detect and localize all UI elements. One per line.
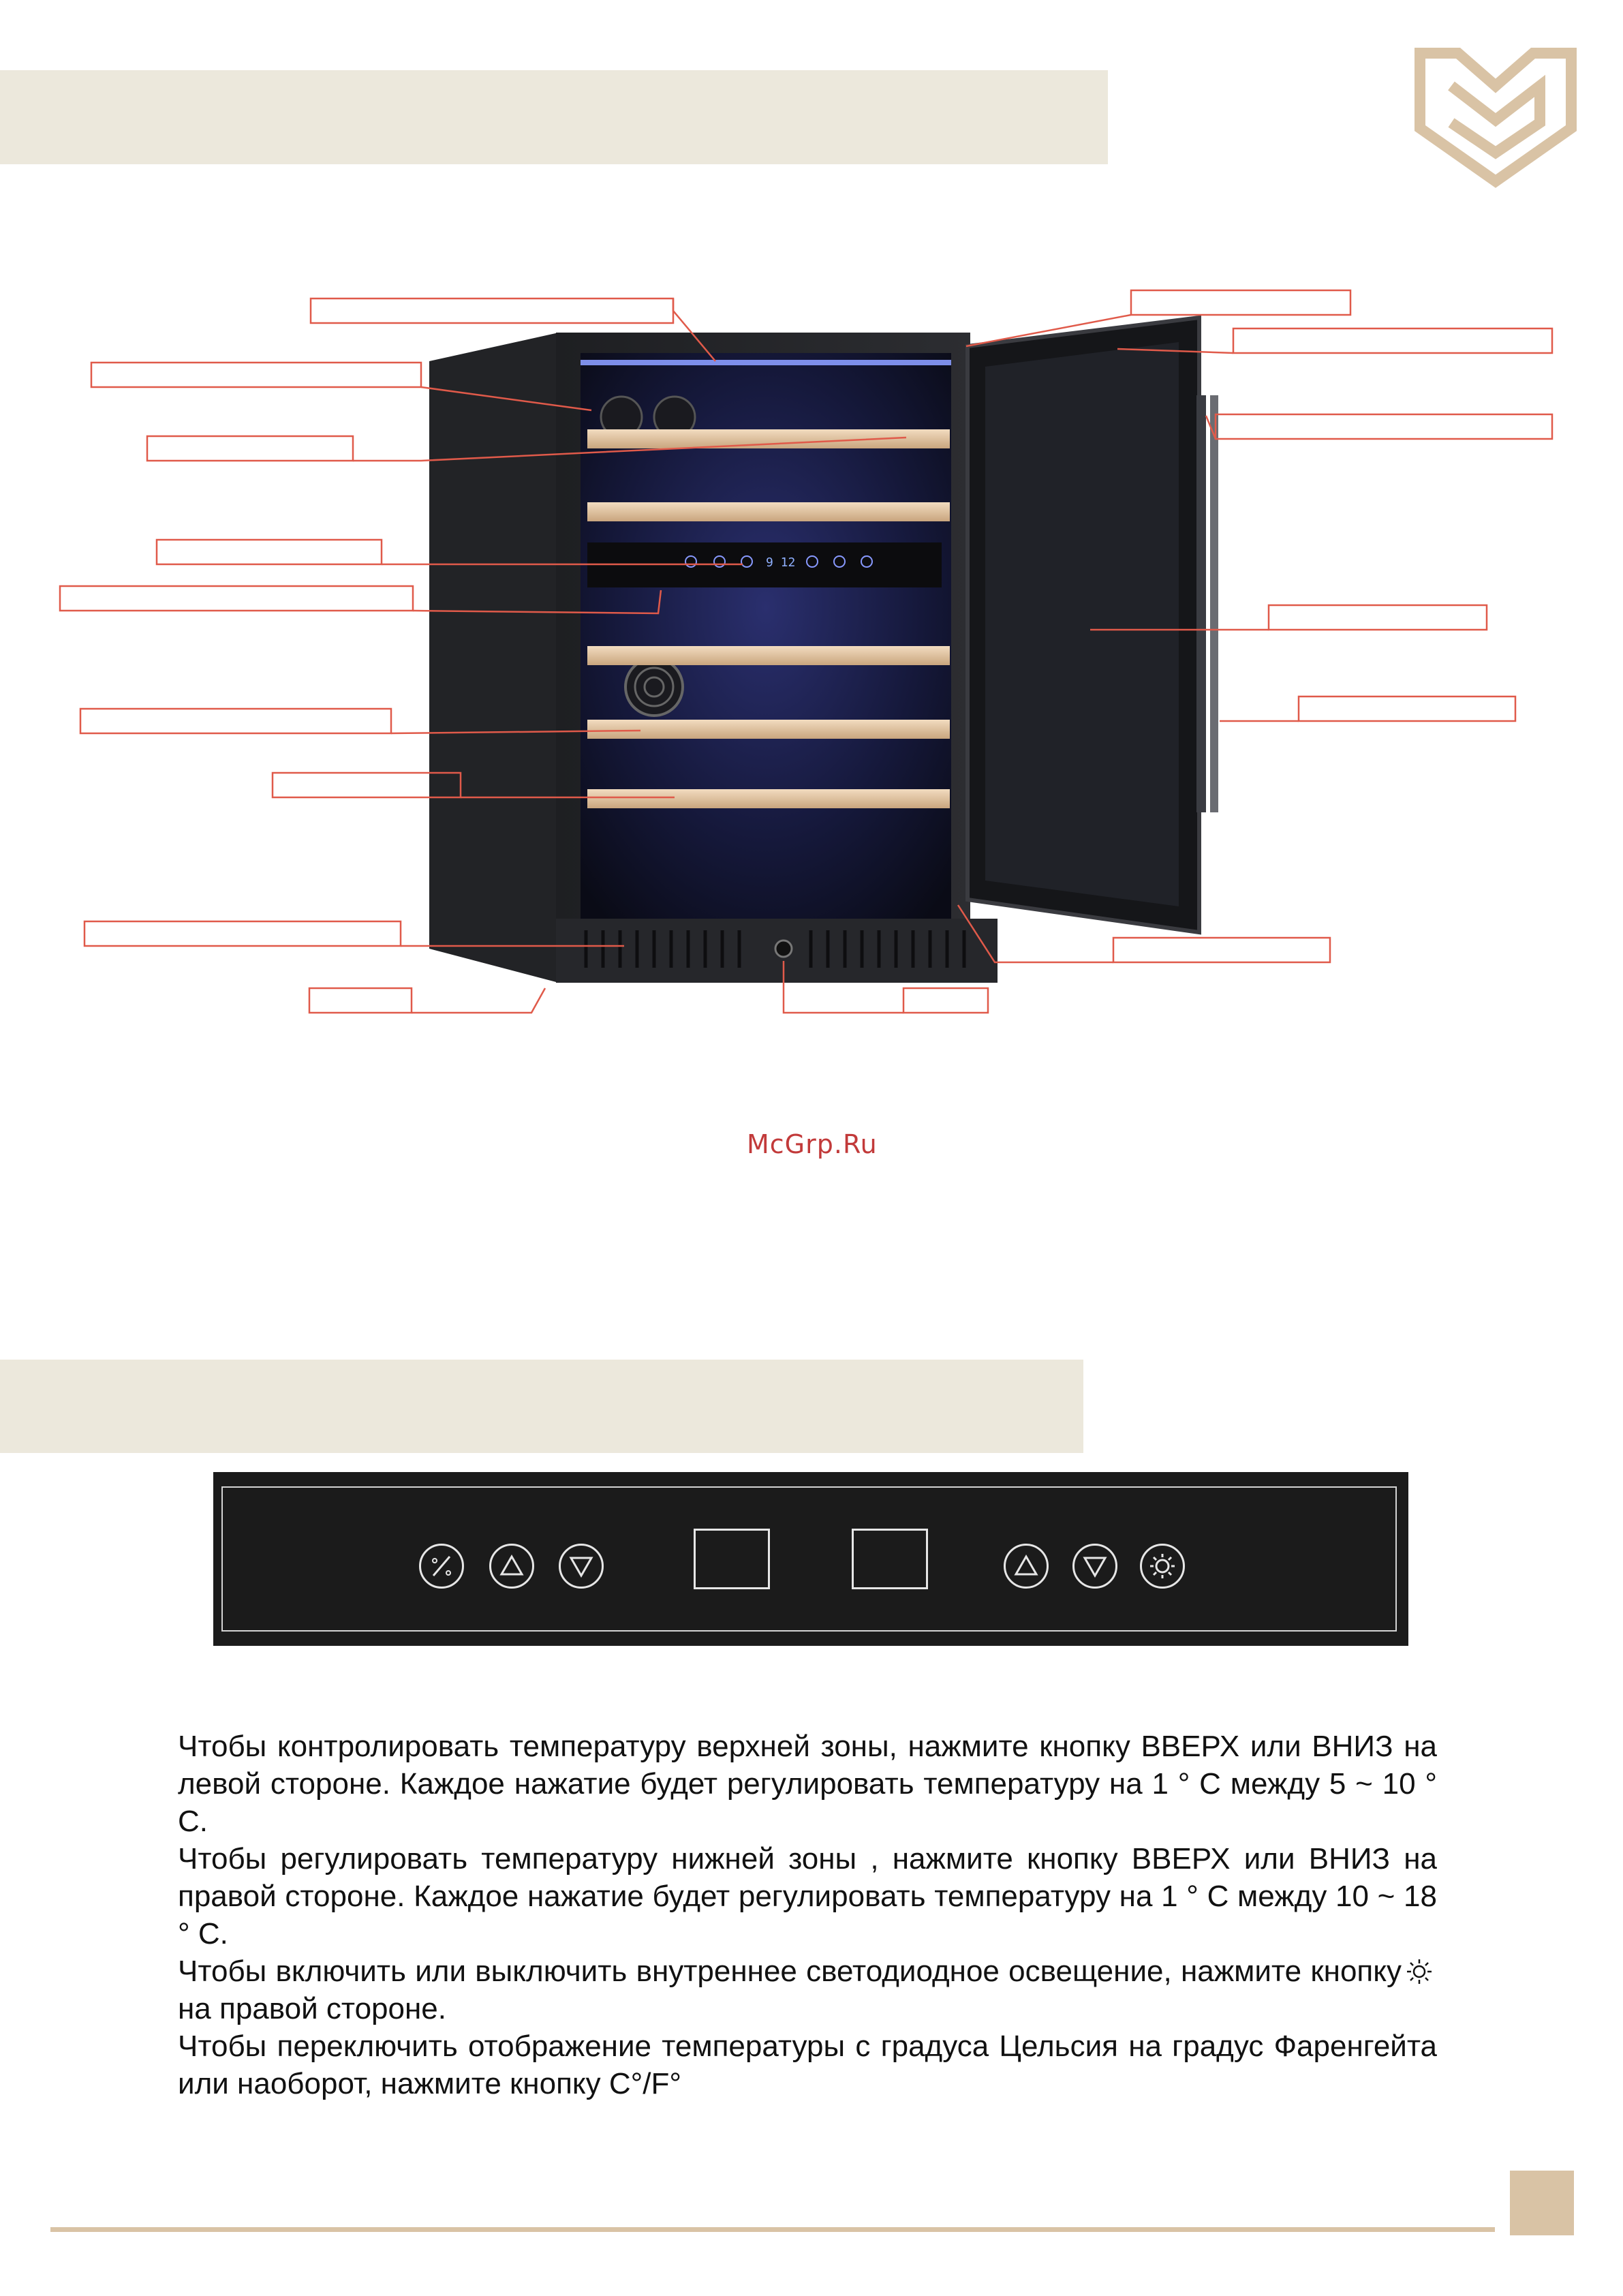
instruction-light-before: Чтобы включить или выключить внутреннее … — [178, 1955, 1402, 1988]
section-header-band — [0, 70, 1108, 164]
lower-zone-display — [852, 1529, 928, 1589]
callout-lines — [59, 289, 1554, 1014]
arrow-up-icon — [1014, 1554, 1038, 1576]
instructions-text: Чтобы контролировать температуру верхней… — [178, 1728, 1437, 2102]
instruction-upper-zone: Чтобы контролировать температуру верхней… — [178, 1730, 1437, 1838]
watermark: McGrp.Ru — [747, 1129, 878, 1159]
arrow-up-icon — [499, 1554, 524, 1576]
arrow-down-icon — [1083, 1557, 1107, 1578]
page-number-box — [1510, 2171, 1574, 2235]
wooden-shelves — [587, 429, 950, 808]
instruction-units: Чтобы переключить отображение температур… — [178, 2030, 1437, 2100]
ventilation-grille — [556, 919, 998, 983]
upper-zone-down-button[interactable] — [559, 1544, 604, 1589]
lower-zone-up-button[interactable] — [1004, 1544, 1049, 1589]
lower-zone-down-button[interactable] — [1072, 1544, 1117, 1589]
wine-cooler-diagram: 9 12 — [59, 289, 1554, 1014]
upper-zone-up-button[interactable] — [489, 1544, 534, 1589]
control-panel — [213, 1472, 1408, 1646]
sun-icon — [1407, 1959, 1432, 1984]
glass-door — [965, 315, 1218, 935]
instruction-lower-zone: Чтобы регулировать температуру нижней зо… — [178, 1842, 1437, 1950]
instruction-light: Чтобы включить или выключить внутреннее … — [178, 1953, 1437, 2027]
arrow-down-icon — [569, 1557, 593, 1578]
svg-text:9 12: 9 12 — [766, 555, 795, 570]
light-button[interactable] — [1140, 1544, 1185, 1589]
celsius-fahrenheit-button[interactable] — [419, 1544, 464, 1589]
footer-divider — [50, 2227, 1495, 2232]
section-header-band — [0, 1360, 1083, 1453]
brand-logo — [1415, 48, 1577, 188]
light-sun-icon — [1150, 1554, 1175, 1578]
upper-zone-display — [694, 1529, 770, 1589]
instruction-light-after: на правой стороне. — [178, 1992, 446, 2025]
control-panel-frame — [221, 1486, 1397, 1632]
celsius-fahrenheit-icon — [432, 1556, 451, 1576]
